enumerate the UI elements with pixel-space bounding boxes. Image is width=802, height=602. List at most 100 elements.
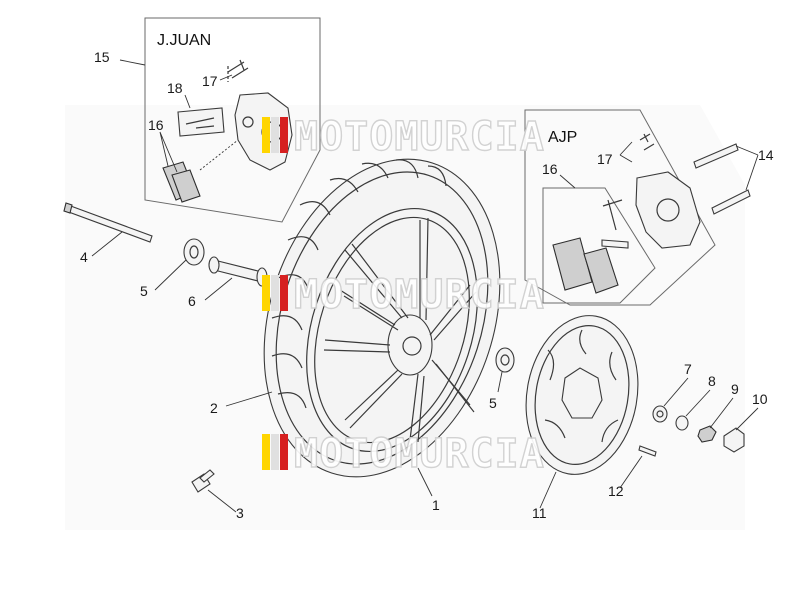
callout-2: 2 (210, 400, 218, 416)
wheel-bearing-right-bore (500, 354, 510, 366)
watermark-stripe-grey (271, 434, 279, 470)
wheel-spokes-edge (323, 217, 477, 443)
leader-9 (709, 397, 734, 429)
watermark-stripe-red (280, 275, 288, 311)
axle-cap (723, 427, 745, 453)
brake-disc-carrier (561, 367, 603, 419)
front-wheel (263, 158, 501, 478)
watermark-stripe-yellow (262, 117, 270, 153)
ajp-group-frame (524, 109, 716, 306)
j-juan-brake-pad-b (171, 169, 201, 203)
ajp-pad-spring (602, 199, 623, 231)
leader-12 (619, 455, 643, 489)
watermark-text: MOTOMURCIA (294, 431, 545, 477)
j-juan-caliper-bolt-hole (242, 116, 254, 128)
rim-outer (306, 207, 478, 453)
leader-4 (91, 231, 123, 257)
callout-17-j-juan: 17 (202, 73, 218, 89)
wheel-hub (387, 314, 433, 376)
watermark-bottom: MOTOMURCIA (262, 430, 545, 478)
wheel-bearing-left (183, 238, 205, 266)
j-juan-label: J.JUAN (157, 32, 211, 49)
j-juan-pad-guide-line (199, 139, 239, 171)
axle-head (63, 202, 73, 214)
ajp-bleed-screw (639, 133, 655, 151)
leader-lines (91, 59, 759, 513)
watermark-stripe-yellow (262, 434, 270, 470)
tyre-valve-stem (199, 469, 215, 483)
leader-16b (559, 174, 576, 189)
brake-disc-inner-ring (534, 325, 630, 465)
leader-6 (204, 277, 233, 301)
watermark-text: MOTOMURCIA (294, 114, 545, 160)
watermark-stripe-yellow (262, 275, 270, 311)
watermark-top: MOTOMURCIA (262, 113, 545, 161)
callout-14: 14 (758, 147, 774, 163)
callout-8: 8 (708, 373, 716, 389)
washer (652, 405, 668, 423)
callout-6: 6 (188, 293, 196, 309)
callout-5-left: 5 (140, 283, 148, 299)
callout-10: 10 (752, 391, 768, 407)
leader-18 (184, 94, 191, 109)
callout-7: 7 (684, 361, 692, 377)
watermark-stripe-grey (271, 275, 279, 311)
callout-9: 9 (731, 381, 739, 397)
callout-4: 4 (80, 249, 88, 265)
leader-7 (663, 377, 689, 407)
axle-nut (697, 425, 717, 443)
callout-5-right: 5 (489, 395, 497, 411)
callout-12: 12 (608, 483, 624, 499)
callout-1: 1 (432, 497, 440, 513)
leader-1 (417, 467, 433, 497)
leader-11 (539, 471, 557, 509)
callout-11: 11 (532, 505, 547, 521)
hub-axle-hole (402, 336, 422, 356)
wheel-bearing-right (495, 347, 515, 373)
leader-5b (497, 371, 503, 393)
ajp-brake-pad-b (583, 247, 619, 294)
caliper-bolt-upper (693, 143, 739, 169)
watermark-stripe-red (280, 117, 288, 153)
tyre-tread-pattern (271, 159, 447, 409)
ajp-caliper-body (635, 171, 701, 249)
j-juan-pin (185, 117, 215, 129)
brake-disc (525, 315, 639, 475)
leader-8 (685, 389, 711, 417)
leader-2 (225, 391, 273, 407)
watermark-stripe-grey (271, 117, 279, 153)
axle-spacer-end (208, 256, 220, 274)
ajp-caliper-group: AJP (524, 109, 751, 306)
leader-15 (119, 59, 146, 66)
spacer-ring (675, 415, 689, 431)
callout-16-j-juan: 16 (148, 117, 164, 133)
leader-5a (154, 259, 187, 291)
j-juan-bleed-screw (227, 59, 249, 79)
ajp-brake-pad-a (552, 237, 593, 291)
caliper-bolt-lower (711, 189, 751, 215)
leader-17b (619, 141, 633, 163)
leader-17a (219, 74, 233, 81)
j-juan-pin-kit-box (177, 107, 225, 137)
callout-numbers: 15 17 18 16 4 5 6 2 3 1 5 16 17 14 11 12… (80, 49, 774, 521)
ajp-caliper-piston (656, 198, 680, 222)
disc-bolt (638, 445, 657, 457)
wheel-bearing-left-bore (189, 245, 199, 259)
watermark-stripe-red (280, 434, 288, 470)
j-juan-group-frame (144, 17, 321, 223)
ajp-label: AJP (548, 129, 577, 146)
washer-hole (656, 410, 664, 418)
callout-17-ajp: 17 (597, 151, 613, 167)
leader-16a (159, 131, 178, 173)
callout-16-ajp: 16 (542, 161, 558, 177)
ajp-pad-pin (601, 239, 629, 249)
leader-14 (735, 145, 759, 191)
leader-3 (207, 489, 237, 513)
callout-18: 18 (167, 80, 183, 96)
watermark-text: MOTOMURCIA (294, 272, 545, 318)
callout-3: 3 (236, 505, 244, 521)
leader-10 (735, 407, 759, 431)
watermark-middle: MOTOMURCIA (262, 271, 545, 319)
